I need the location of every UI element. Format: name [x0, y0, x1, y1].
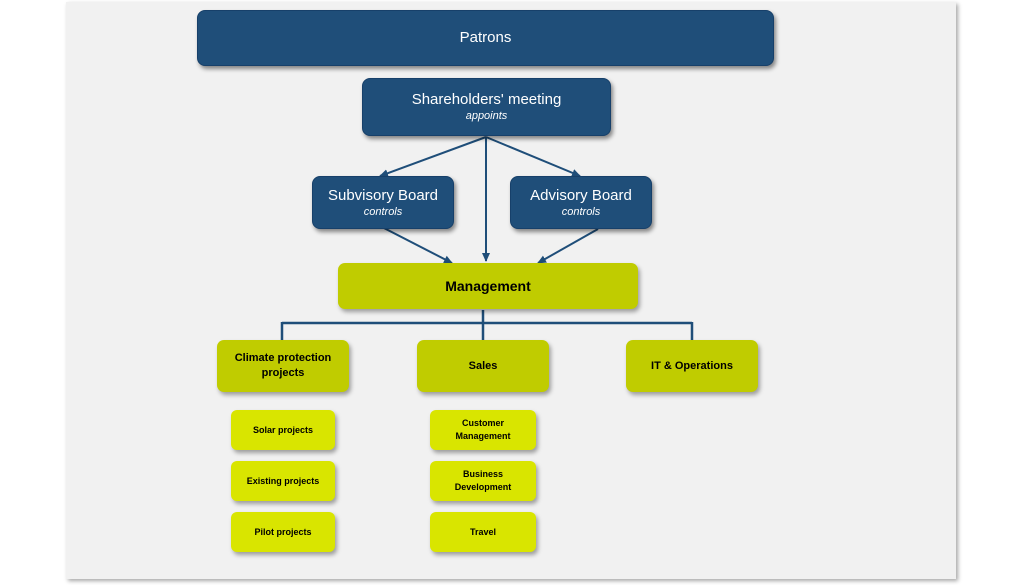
climate-item-label: Pilot projects: [254, 526, 312, 537]
arrow-shareholders-to-subvisory: [379, 136, 487, 177]
climate-item-existing: Existing projects: [231, 461, 335, 501]
shareholders-label: Shareholders' meeting: [411, 91, 562, 108]
patrons-box: Patrons: [197, 10, 774, 66]
advisory-board-box: Advisory Board controls: [510, 176, 652, 229]
climate-item-label: Existing projects: [246, 475, 320, 486]
department-climate-label: Climate protection projects: [234, 352, 332, 379]
subvisory-label: Subvisory Board: [327, 186, 439, 204]
climate-item-label: Solar projects: [252, 424, 314, 435]
shareholders-sub-label: appoints: [465, 110, 508, 122]
management-box: Management: [338, 263, 638, 309]
sales-item-label: Business Development: [454, 469, 512, 492]
sales-item-label: Travel: [469, 526, 497, 537]
department-climate-box: Climate protection projects: [217, 340, 349, 392]
department-it-box: IT & Operations: [626, 340, 758, 392]
advisory-label: Advisory Board: [530, 186, 632, 204]
climate-item-solar: Solar projects: [231, 410, 335, 450]
department-sales-box: Sales: [417, 340, 549, 392]
arrow-advisory-to-management: [537, 228, 599, 264]
sales-item-travel: Travel: [430, 512, 536, 552]
arrow-subvisory-to-management: [377, 224, 453, 264]
department-sales-label: Sales: [468, 360, 498, 372]
advisory-sub-label: controls: [561, 205, 601, 218]
department-it-label: IT & Operations: [651, 360, 733, 372]
patrons-label: Patrons: [459, 29, 512, 46]
shareholders-meeting-box: Shareholders' meeting appoints: [362, 78, 611, 136]
sales-item-customer-management: Customer Management: [430, 410, 536, 450]
sales-item-label: Customer Management: [455, 418, 511, 441]
climate-item-pilot: Pilot projects: [231, 512, 335, 552]
sales-item-business-development: Business Development: [430, 461, 536, 501]
subvisory-board-box: Subvisory Board controls: [312, 176, 454, 229]
arrow-shareholders-to-advisory: [485, 136, 581, 177]
subvisory-sub-label: controls: [363, 205, 403, 218]
management-label: Management: [445, 278, 531, 294]
